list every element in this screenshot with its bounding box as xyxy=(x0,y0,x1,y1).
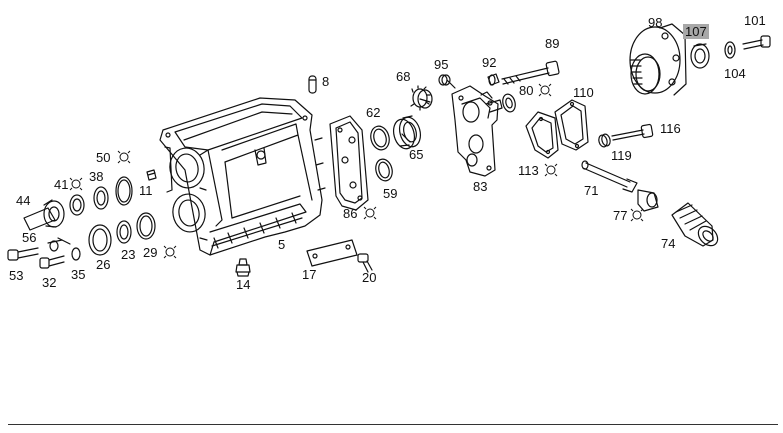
circlip-marker-50 xyxy=(117,150,131,164)
washer-part-35[interactable] xyxy=(71,247,81,261)
part-label-119[interactable]: 119 xyxy=(611,148,632,163)
circlip-marker-41 xyxy=(69,177,83,191)
pin-part-56[interactable] xyxy=(47,239,63,252)
part-label-53[interactable]: 53 xyxy=(9,268,24,283)
nut-part-107[interactable] xyxy=(690,43,710,69)
part-label-56[interactable]: 56 xyxy=(22,230,37,245)
flange-part-98[interactable] xyxy=(629,23,687,96)
part-label-38[interactable]: 38 xyxy=(89,169,104,184)
part-label-77[interactable]: 77 xyxy=(613,208,628,223)
part-label-35[interactable]: 35 xyxy=(71,267,86,282)
part-label-101[interactable]: 101 xyxy=(744,13,766,28)
plug-part-11[interactable] xyxy=(146,169,157,181)
bolt-part-53[interactable] xyxy=(7,247,39,261)
bolt-part-32[interactable] xyxy=(39,255,65,269)
part-label-83[interactable]: 83 xyxy=(473,179,488,194)
cover-plate-part-17[interactable] xyxy=(306,239,358,267)
circlip-marker-29 xyxy=(163,245,177,259)
part-label-29[interactable]: 29 xyxy=(143,245,158,260)
part-label-59[interactable]: 59 xyxy=(383,186,398,201)
part-label-95[interactable]: 95 xyxy=(434,57,449,72)
circlip-marker-80 xyxy=(538,83,552,97)
part-label-62[interactable]: 62 xyxy=(366,105,381,120)
part-label-71[interactable]: 71 xyxy=(584,183,599,198)
circlip-marker-113 xyxy=(544,163,558,177)
part-label-50[interactable]: 50 xyxy=(96,150,111,165)
ring-part-26[interactable] xyxy=(88,224,112,256)
circlip-marker-77 xyxy=(630,208,644,222)
part-label-116[interactable]: 116 xyxy=(660,121,681,136)
part-label-41[interactable]: 41 xyxy=(54,177,69,192)
shaft-part-71[interactable] xyxy=(581,160,638,193)
part-label-74[interactable]: 74 xyxy=(661,236,676,251)
part-label-113[interactable]: 113 xyxy=(518,163,539,178)
part-label-17[interactable]: 17 xyxy=(302,267,317,282)
part-label-14[interactable]: 14 xyxy=(236,277,251,292)
bearing-part-65[interactable] xyxy=(390,115,423,151)
part-label-65[interactable]: 65 xyxy=(409,147,424,162)
boot-part-74[interactable] xyxy=(671,202,721,249)
part-label-20[interactable]: 20 xyxy=(362,270,377,285)
part-label-107-highlighted[interactable]: 107 xyxy=(683,24,709,39)
gasket-part-113[interactable] xyxy=(525,111,559,159)
seal-part-77[interactable] xyxy=(637,189,659,212)
bolt-part-116[interactable] xyxy=(611,123,654,141)
part-label-32[interactable]: 32 xyxy=(42,275,57,290)
part-label-8[interactable]: 8 xyxy=(322,74,330,89)
part-label-98[interactable]: 98 xyxy=(648,15,663,30)
bottom-divider xyxy=(8,424,778,425)
dowel-pin-part-8[interactable] xyxy=(308,75,317,94)
breather-part-14[interactable] xyxy=(235,258,251,277)
ring-part-29[interactable] xyxy=(136,212,156,240)
ring-part-50[interactable] xyxy=(115,176,133,206)
ring-part-62[interactable] xyxy=(368,124,392,152)
gear-part-68[interactable] xyxy=(410,85,433,111)
gasket-part-86[interactable] xyxy=(329,115,369,211)
washer-part-119[interactable] xyxy=(598,133,612,148)
bolt-part-89[interactable] xyxy=(501,60,560,85)
part-label-44[interactable]: 44 xyxy=(16,193,31,208)
part-label-110[interactable]: 110 xyxy=(573,85,594,100)
washer-part-80[interactable] xyxy=(501,93,517,113)
part-label-11[interactable]: 11 xyxy=(139,183,153,198)
washer-part-104[interactable] xyxy=(724,41,736,59)
part-label-26[interactable]: 26 xyxy=(96,257,111,272)
part-label-5[interactable]: 5 xyxy=(278,237,286,252)
rear-cover-part-83[interactable] xyxy=(451,85,503,177)
circlip-marker-86 xyxy=(363,206,377,220)
part-label-80[interactable]: 80 xyxy=(519,83,534,98)
ring-part-41[interactable] xyxy=(69,194,85,216)
bushing-part-92[interactable] xyxy=(487,73,500,86)
input-flange-part-44[interactable] xyxy=(23,199,65,231)
bushing-part-95[interactable] xyxy=(438,74,451,86)
ring-part-23[interactable] xyxy=(116,220,132,244)
part-label-92[interactable]: 92 xyxy=(482,55,497,70)
bolt-part-101[interactable] xyxy=(742,35,771,50)
part-label-86[interactable]: 86 xyxy=(343,206,358,221)
cover-plate-part-110[interactable] xyxy=(554,99,589,151)
housing-part-5[interactable] xyxy=(159,97,326,256)
part-label-68[interactable]: 68 xyxy=(396,69,411,84)
part-label-104[interactable]: 104 xyxy=(724,66,746,81)
part-label-89[interactable]: 89 xyxy=(545,36,560,51)
bolt-part-20[interactable] xyxy=(357,253,373,273)
ring-part-59[interactable] xyxy=(373,157,394,182)
part-label-23[interactable]: 23 xyxy=(121,247,136,262)
seal-part-38[interactable] xyxy=(93,186,109,210)
